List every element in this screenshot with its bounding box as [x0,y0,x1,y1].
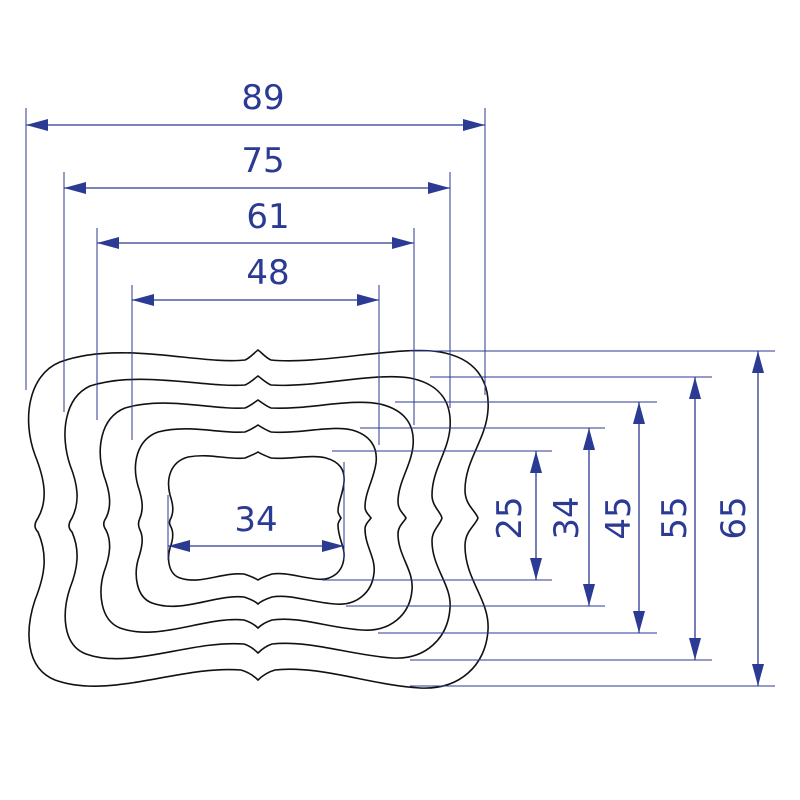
dimension-label-61: 61 [246,197,289,237]
dimension-label-34-width: 34 [234,500,277,540]
arrowhead [530,558,542,580]
dimension-label-25: 25 [490,496,530,539]
arrowhead [689,638,701,660]
arrowhead [530,451,542,473]
arrowhead [633,611,645,633]
arrowhead [633,402,645,424]
arrowhead [752,664,764,686]
frame-outline-75x55 [64,375,451,660]
arrowhead [357,294,379,306]
dimension-label-65: 65 [714,496,754,539]
arrowhead [26,119,48,131]
arrowhead [97,237,119,249]
arrowhead [583,584,595,606]
dimension-label-34-height: 34 [547,496,587,539]
width-dimensions: 89 75 61 48 34 [25,78,486,560]
frame-outline-61x45 [99,399,415,633]
frame-outline-34x25 [167,451,345,581]
arrowhead [392,237,414,249]
arrowhead [64,182,86,194]
arrowhead [752,351,764,373]
frame-outline-89x65 [27,349,489,689]
dimension-label-75: 75 [241,141,284,181]
arrowhead [583,428,595,450]
arrowhead [463,119,485,131]
arrowhead [132,294,154,306]
dimension-label-89: 89 [241,78,284,118]
dimension-label-45: 45 [599,496,639,539]
dimension-label-48: 48 [246,253,289,293]
arrowhead [689,377,701,399]
frame-outline-48x34 [134,424,378,608]
arrowhead [322,540,344,552]
height-dimensions: 65 55 45 34 25 [322,350,775,687]
arrowhead [428,182,450,194]
arrowhead [168,540,190,552]
dimension-label-55: 55 [655,496,695,539]
frame-outlines [27,349,489,689]
